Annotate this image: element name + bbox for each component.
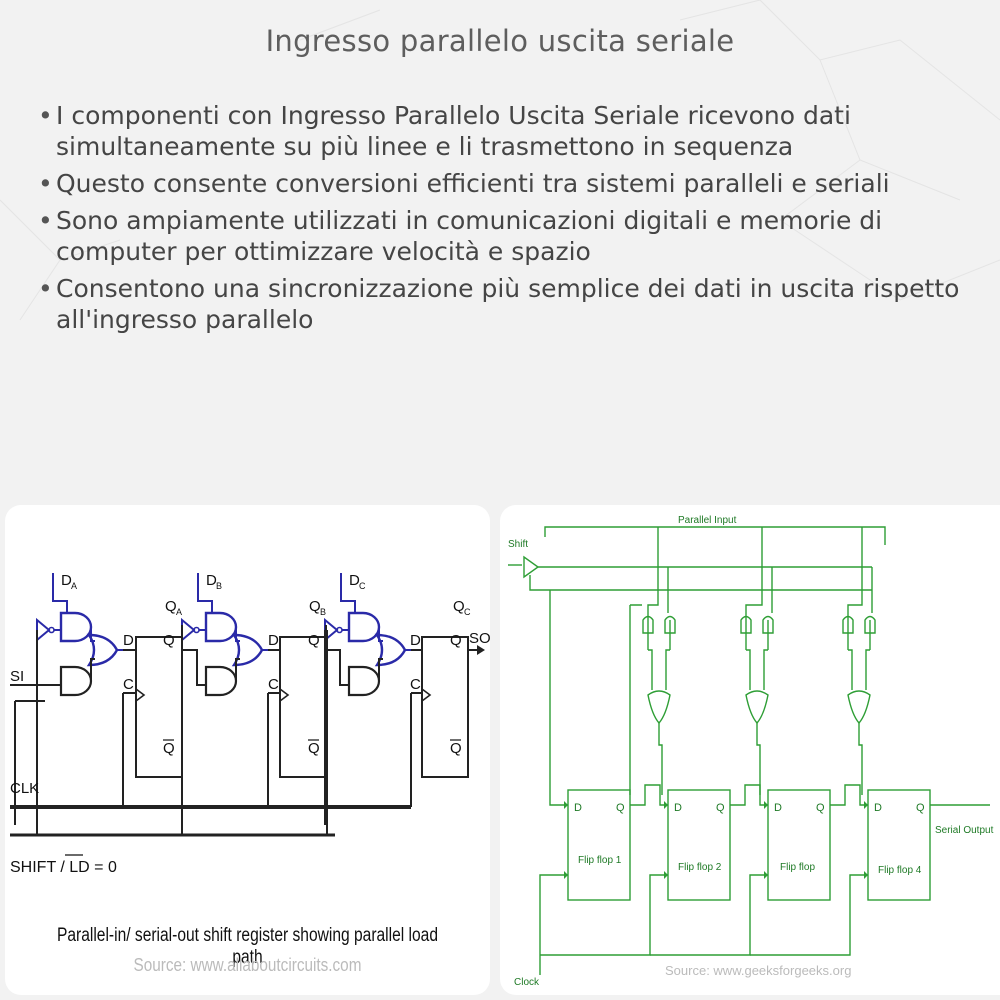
parallel-input-label: Parallel Input [678,515,737,526]
ff-pin-q: Q [450,632,462,649]
flip-flop-label: Flip flop 2 [678,862,722,873]
input-d-label: D [61,572,72,589]
ff-pin-c: C [268,676,279,693]
bullet-item: Sono ampiamente utilizzati in comunicazi… [30,205,985,267]
diagram-caption: Parallel-in/ serial-out shift register s… [56,925,439,968]
clock-label: CLK [10,780,39,797]
output-q-label: Q [165,598,177,615]
shift-label: Shift [508,539,528,550]
ff-pin-d: D [774,802,782,814]
ff-pin-d: D [123,632,134,649]
ff-pin-d: D [574,802,582,814]
ff-pin-q: Q [163,632,175,649]
input-d-label: D [206,572,217,589]
left-circuit-svg: D A D B D C Q A Q B Q C D Q C Q D Q C Q … [10,571,490,876]
piso-flipflop-diagram: Parallel Input Shift Serial Output Clock… [500,505,1000,995]
ff-pin-qbar: Q [308,740,320,757]
bullet-item: I componenti con Ingresso Parallelo Usci… [30,100,985,162]
serial-out-label: SO [469,630,490,647]
flip-flop-label: Flip flop 4 [878,865,922,876]
ff-pin-qbar: Q [163,740,175,757]
serial-in-label: SI [10,668,24,685]
input-sub-label: C [359,581,366,591]
output-sub-label: B [320,607,326,617]
flip-flop-label: Flip flop [780,862,815,873]
source-credit: Source: www.geeksforgeeks.org [665,963,852,978]
bullet-item: Consentono una sincronizzazione più semp… [30,273,985,335]
input-d-label: D [349,572,360,589]
input-sub-label: B [216,581,222,591]
ff-pin-d: D [874,802,882,814]
ff-pin-c: C [123,676,134,693]
shift-load-label: SHIFT / LD = 0 [10,859,117,876]
ff-pin-c: C [410,676,421,693]
output-sub-label: C [464,607,471,617]
output-q-label: Q [309,598,321,615]
ff-pin-d: D [674,802,682,814]
page-title: Ingresso parallelo uscita seriale [265,24,735,58]
serial-output-label: Serial Output [935,825,994,836]
ff-pin-q: Q [308,632,320,649]
output-q-label: Q [453,598,465,615]
ff-pin-q: Q [616,802,625,814]
ff-pin-q: Q [816,802,825,814]
ff-pin-q: Q [916,802,925,814]
bullet-item: Questo consente conversioni efficienti t… [30,168,985,199]
clock-label: Clock [514,977,540,988]
ff-pin-d: D [268,632,279,649]
ff-pin-d: D [410,632,421,649]
output-sub-label: A [176,607,182,617]
right-circuit-svg: Parallel Input Shift Serial Output Clock… [508,515,994,988]
input-sub-label: A [71,581,77,591]
bullet-list: I componenti con Ingresso Parallelo Usci… [30,100,985,341]
ff-pin-q: Q [716,802,725,814]
piso-shift-register-diagram: D A D B D C Q A Q B Q C D Q C Q D Q C Q … [5,505,490,995]
flip-flop-label: Flip flop 1 [578,855,622,866]
source-credit: Source: www.allaboutcircuits.com [133,955,362,975]
ff-pin-qbar: Q [450,740,462,757]
